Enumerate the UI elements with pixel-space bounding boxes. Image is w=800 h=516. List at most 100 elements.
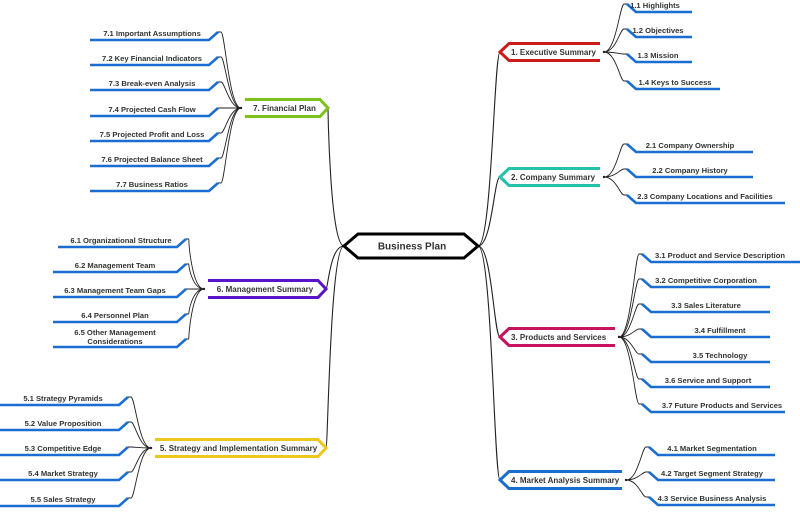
leaf-underline bbox=[90, 107, 219, 118]
leaf-node[interactable]: 3.5 Technology bbox=[641, 351, 770, 364]
section-shape bbox=[497, 470, 622, 490]
leaf-node[interactable]: 6.2 Management Team bbox=[53, 261, 187, 274]
leaf-label: 7.5 Projected Profit and Loss bbox=[100, 130, 205, 139]
leaf-label: 2.1 Company Ownership bbox=[646, 141, 735, 150]
connector-leaf bbox=[186, 238, 205, 290]
leaf-node[interactable]: 1.2 Objectives bbox=[626, 26, 692, 39]
leaf-node[interactable]: 6.1 Organizational Structure bbox=[58, 236, 187, 249]
leaf-label: 3.3 Sales Literature bbox=[671, 301, 741, 310]
leaf-node[interactable]: 3.3 Sales Literature bbox=[641, 301, 770, 314]
section-5-strategy-and-implementation-summary[interactable]: 5. Strategy and Implementation Summary bbox=[155, 438, 329, 458]
leaf-node[interactable]: 5.3 Competitive Edge bbox=[0, 444, 129, 457]
connector-root-s7 bbox=[327, 107, 345, 247]
section-shape bbox=[208, 279, 329, 299]
leaf-underline bbox=[90, 56, 219, 67]
leaf-underline bbox=[641, 378, 770, 389]
leaf-node[interactable]: 7.1 Important Assumptions bbox=[90, 29, 219, 42]
leaf-node[interactable]: 4.3 Service Business Analysis bbox=[648, 494, 775, 507]
root-node[interactable]: Business Plan bbox=[341, 232, 481, 260]
leaf-node[interactable]: 7.5 Projected Profit and Loss bbox=[90, 130, 219, 143]
root-hexagon bbox=[341, 232, 481, 260]
leaf-label: Considerations bbox=[87, 337, 142, 346]
leaf-node[interactable]: 2.1 Company Ownership bbox=[626, 141, 753, 154]
section-label: 3. Products and Services bbox=[511, 333, 607, 342]
section-7-financial-plan[interactable]: 7. Financial Plan bbox=[245, 98, 331, 118]
leaf-node[interactable]: 6.4 Personnel Plan bbox=[53, 311, 187, 324]
leaf-label: 1.4 Keys to Success bbox=[638, 78, 711, 87]
section-shape bbox=[497, 42, 600, 62]
connector-leaf bbox=[603, 51, 627, 55]
leaf-node[interactable]: 7.3 Break-even Analysis bbox=[90, 79, 219, 92]
leaf-node[interactable]: 6.3 Management Team Gaps bbox=[53, 286, 187, 299]
leaf-underline bbox=[58, 238, 187, 249]
section-label: 1. Executive Summary bbox=[511, 48, 596, 57]
leaf-node[interactable]: 3.1 Product and Service Description bbox=[641, 251, 800, 264]
section-label: 2. Company Summary bbox=[511, 173, 596, 182]
leaf-underline bbox=[90, 31, 219, 42]
root-label: Business Plan bbox=[378, 242, 446, 253]
section-3-products-and-services[interactable]: 3. Products and Services bbox=[497, 327, 615, 347]
leaf-underline bbox=[626, 53, 692, 64]
leaf-label: 5.5 Sales Strategy bbox=[30, 495, 96, 504]
leaf-node[interactable]: 7.6 Projected Balance Sheet bbox=[90, 155, 219, 168]
leaf-label: 7.6 Projected Balance Sheet bbox=[101, 155, 203, 164]
leaf-node[interactable]: 1.4 Keys to Success bbox=[626, 78, 720, 91]
leaf-node[interactable]: 3.2 Competitive Corporation bbox=[641, 276, 770, 289]
leaf-node[interactable]: 7.2 Key Financial Indicators bbox=[90, 54, 219, 67]
connector-leaf bbox=[128, 447, 152, 499]
connectors bbox=[128, 3, 649, 499]
leaf-node[interactable]: 1.1 Highlights bbox=[626, 1, 692, 14]
leaf-node[interactable]: 2.3 Company Locations and Facilities bbox=[626, 192, 785, 205]
section-4-market-analysis-summary[interactable]: 4. Market Analysis Summary bbox=[497, 470, 622, 490]
leaf-node[interactable]: 5.5 Sales Strategy bbox=[0, 495, 129, 508]
leaf-underline bbox=[626, 168, 753, 179]
leaf-underline bbox=[53, 338, 187, 349]
leaf-label: 7.1 Important Assumptions bbox=[103, 29, 201, 38]
connector-leaf bbox=[218, 31, 242, 109]
leaf-underline bbox=[90, 132, 219, 143]
connector-root-s2 bbox=[477, 176, 501, 247]
leaf-node[interactable]: 2.2 Company History bbox=[626, 166, 753, 179]
connector-root-s5 bbox=[325, 245, 345, 449]
leaf-node[interactable]: 3.4 Fulfillment bbox=[641, 326, 770, 339]
leaf-underline bbox=[626, 80, 720, 91]
leaf-label: 2.3 Company Locations and Facilities bbox=[637, 192, 772, 201]
leaf-node[interactable]: 3.7 Future Products and Services bbox=[641, 401, 785, 414]
section-label: 4. Market Analysis Summary bbox=[511, 476, 620, 485]
leaf-node[interactable]: 5.1 Strategy Pyramids bbox=[0, 394, 129, 407]
leaf-node[interactable]: 5.4 Market Strategy bbox=[0, 469, 129, 482]
leaf-underline bbox=[626, 194, 785, 205]
leaf-node[interactable]: 3.6 Service and Support bbox=[641, 376, 770, 389]
connector-leaf bbox=[618, 336, 642, 405]
connector-leaf bbox=[603, 51, 627, 82]
leaf-underline bbox=[626, 28, 692, 39]
section-1-executive-summary[interactable]: 1. Executive Summary bbox=[497, 42, 600, 62]
leaf-node[interactable]: 7.4 Projected Cash Flow bbox=[90, 105, 219, 118]
leaf-underline bbox=[648, 446, 775, 457]
leaf-node[interactable]: 5.2 Value Proposition bbox=[0, 419, 129, 432]
leaf-underline bbox=[641, 253, 800, 264]
leaf-node[interactable]: 4.2 Target Segment Strategy bbox=[648, 469, 775, 482]
leaf-label: 3.5 Technology bbox=[693, 351, 748, 360]
section-shape bbox=[497, 327, 615, 347]
connector-leaf bbox=[603, 168, 627, 178]
leaf-label: 5.4 Market Strategy bbox=[28, 469, 98, 478]
leaf-label: 6.4 Personnel Plan bbox=[81, 311, 149, 320]
connector-leaf bbox=[625, 479, 649, 498]
leaf-underline bbox=[641, 278, 770, 289]
section-6-management-summary[interactable]: 6. Management Summary bbox=[208, 279, 329, 299]
leaf-label: 6.1 Organizational Structure bbox=[70, 236, 171, 245]
leaf-node[interactable]: 1.3 Mission bbox=[626, 51, 692, 64]
section-shape bbox=[245, 98, 331, 118]
section-shape bbox=[497, 167, 600, 187]
leaf-node[interactable]: 4.1 Market Segmentation bbox=[648, 444, 775, 457]
section-2-company-summary[interactable]: 2. Company Summary bbox=[497, 167, 600, 187]
leaf-node[interactable]: 7.7 Business Ratios bbox=[90, 180, 219, 193]
leaf-underline bbox=[641, 303, 770, 314]
connector-leaf bbox=[128, 446, 152, 449]
leaf-label: 3.2 Competitive Corporation bbox=[655, 276, 757, 285]
leaf-label: 7.2 Key Financial Indicators bbox=[102, 54, 202, 63]
leaf-label: 2.2 Company History bbox=[652, 166, 728, 175]
